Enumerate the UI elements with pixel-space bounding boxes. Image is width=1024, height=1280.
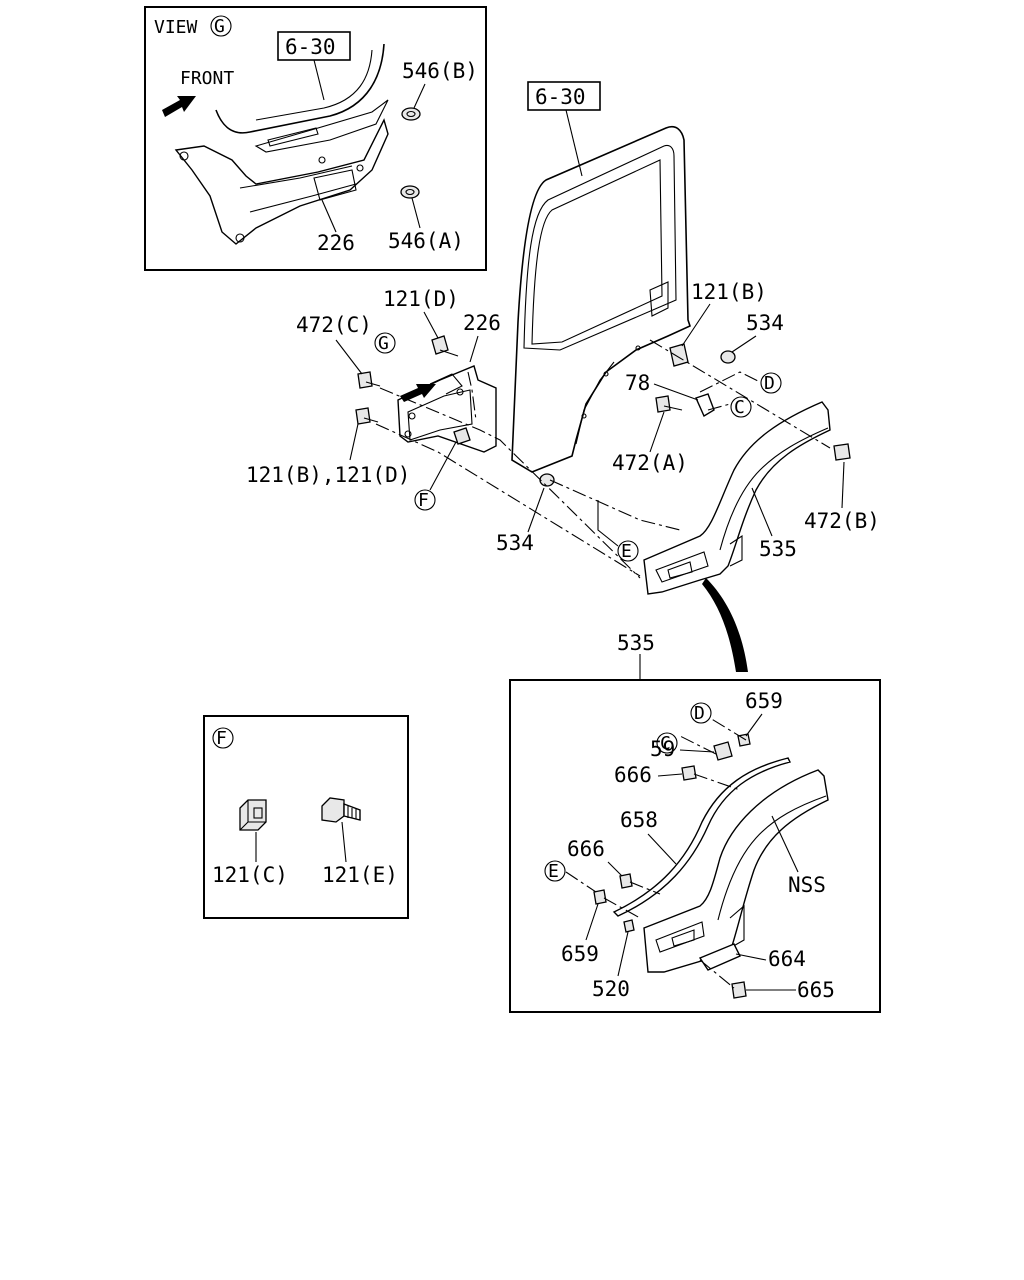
view-g-title: VIEW <box>154 17 198 38</box>
grommet-546a <box>400 185 420 199</box>
d-circle-detail <box>690 702 712 724</box>
c-circle-detail <box>656 732 678 754</box>
main-ref: 6-30 <box>535 85 586 109</box>
label-658: 658 <box>620 808 658 832</box>
d-circle-main <box>760 372 782 394</box>
main-ref-box <box>527 81 601 111</box>
view-g-front: FRONT <box>180 68 234 89</box>
clip-666-low <box>619 873 633 889</box>
label-535-main: 535 <box>759 537 797 561</box>
f-circle-inset <box>212 727 234 749</box>
label-121e: 121(E) <box>322 863 398 887</box>
nut-520 <box>623 919 635 933</box>
label-472c: 472(C) <box>296 313 372 337</box>
bolt-659-low <box>593 889 607 905</box>
view-g-inset: VIEW G 6-30 FRONT 546(B) 546(A) 226 <box>144 6 487 271</box>
view-g-ref-leader <box>313 59 325 101</box>
e-letter-detail: E <box>548 861 559 882</box>
e-circle-detail <box>544 860 566 882</box>
fender-detail-lamp-recess <box>655 921 705 953</box>
detail-535-frame <box>509 679 881 1013</box>
view-g-circle-letter: G <box>214 16 225 37</box>
label-534-lower: 534 <box>496 531 534 555</box>
detail-f-frame <box>203 715 409 919</box>
label-472a: 472(A) <box>612 451 688 475</box>
main-assembly: 6-30 <box>246 81 880 672</box>
bolt-121b-121d <box>355 407 379 425</box>
clip-f <box>453 427 471 445</box>
front-arrow-icon <box>162 96 196 117</box>
fender-535 <box>643 401 831 595</box>
g-letter-main: G <box>378 333 389 354</box>
label-121b-main: 121(B) <box>691 280 767 304</box>
label-546a: 546(A) <box>388 229 464 253</box>
bolt-472b <box>833 443 851 461</box>
label-121c: 121(C) <box>212 863 288 887</box>
label-121d: 121(D) <box>383 287 459 311</box>
label-664: 664 <box>768 947 806 971</box>
detail-535-inset: 535 C D 659 59 66 <box>509 631 881 1013</box>
view-g-door-panel <box>254 99 389 153</box>
bolt-121d-top <box>431 335 459 357</box>
label-nss: NSS <box>788 873 826 897</box>
c-circle-main <box>730 396 752 418</box>
label-472b: 472(B) <box>804 509 880 533</box>
label-659-top: 659 <box>745 689 783 713</box>
clip-78 <box>695 393 715 418</box>
f-letter-inset: F <box>216 728 227 749</box>
grommet-534-upper <box>720 350 736 364</box>
grommet-546b <box>401 107 421 121</box>
label-121b-121d: 121(B),121(D) <box>246 463 410 487</box>
view-g-step-bracket <box>174 118 389 245</box>
label-226-inset: 226 <box>317 231 355 255</box>
view-g-circle <box>210 15 232 37</box>
label-520: 520 <box>592 977 630 1001</box>
c-letter-detail: C <box>660 733 671 754</box>
trim-strip-658 <box>612 757 792 917</box>
view-g-arrow-icon <box>400 384 436 402</box>
label-546b: 546(B) <box>402 59 478 83</box>
clip-121b-main <box>669 343 689 367</box>
f-letter-main: F <box>418 490 429 511</box>
e-circle-main <box>617 540 639 562</box>
label-534-upper: 534 <box>746 311 784 335</box>
e-letter-main: E <box>621 541 632 562</box>
g-circle-main <box>374 332 396 354</box>
d-letter-detail: D <box>694 703 705 724</box>
d-letter-main: D <box>764 373 775 394</box>
step-bracket-226 <box>397 365 497 453</box>
label-59: 59 <box>650 737 675 761</box>
label-666-low: 666 <box>567 837 605 861</box>
clip-121c-drawing <box>239 799 267 831</box>
clip-59 <box>713 741 733 761</box>
door-window-glass <box>531 159 663 345</box>
f-circle-main <box>414 489 436 511</box>
fender-lamp-recess <box>655 551 709 583</box>
label-535-detail-top: 535 <box>617 631 655 655</box>
label-665: 665 <box>797 978 835 1002</box>
reflector-664 <box>698 943 741 971</box>
bolt-472a <box>655 395 671 413</box>
grommet-534-lower <box>539 473 555 487</box>
view-g-door-edge <box>215 43 385 134</box>
c-letter-main: C <box>734 397 745 418</box>
detail-f-inset: F 121(C) 121(E) <box>203 715 409 919</box>
view-g-frame <box>144 6 487 271</box>
detail-pointer-arrow <box>702 578 748 672</box>
fender-535-detail <box>643 769 829 973</box>
door-window-frame <box>523 144 677 351</box>
label-226-main: 226 <box>463 311 501 335</box>
view-g-ref: 6-30 <box>285 35 336 59</box>
bolt-472c <box>357 371 381 389</box>
cab-door <box>511 125 691 473</box>
clip-121e-drawing <box>321 797 361 823</box>
clip-666-top <box>681 765 697 781</box>
label-666-top: 666 <box>614 763 652 787</box>
label-78: 78 <box>625 371 650 395</box>
screw-665 <box>731 981 747 999</box>
label-659-low: 659 <box>561 942 599 966</box>
door-handle-recess <box>649 281 669 317</box>
